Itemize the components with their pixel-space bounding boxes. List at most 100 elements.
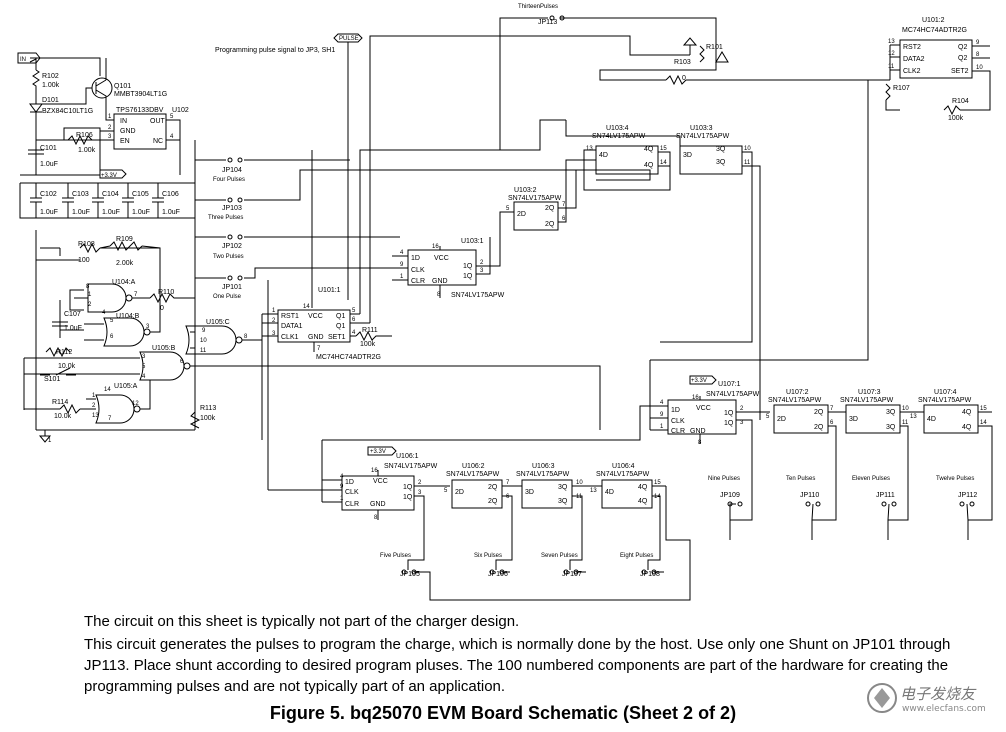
u102-pin-in: IN (120, 118, 127, 125)
jumper-contacts-bottom (401, 569, 657, 575)
jp107-label: Seven Pulses (541, 553, 578, 559)
r109-ref: R109 (116, 236, 133, 243)
note-paragraph-2: This circuit generates the pulses to pro… (84, 636, 951, 695)
u107-3-q: 3Q (886, 409, 896, 416)
u106-1-pin-2: 2 (418, 480, 422, 486)
u105b-pin-6: 6 (180, 359, 184, 365)
u107-2-pin-6: 6 (830, 420, 834, 426)
jp112-label: Twelve Pulses (936, 476, 974, 482)
u106-4-qbar: 4Q (638, 498, 648, 505)
u107-1-ref: U107:1 (718, 381, 741, 388)
u103-1-pin-3: 3 (480, 268, 484, 274)
r107-ref: R107 (893, 85, 910, 92)
u105c-gate (185, 325, 237, 355)
u103-3-q: 3Q (716, 146, 726, 153)
r101-ref: R101 (706, 44, 723, 51)
u105b-pin-3: 3 (142, 354, 146, 360)
u106-4-d: 4D (605, 489, 614, 496)
u101-2-part: MC74HC74ADTR2G (902, 27, 967, 34)
u101-1-vcc: VCC (308, 313, 323, 320)
u106-4-part: SN74LV175APW (596, 471, 650, 478)
u106-2-qbar: 2Q (488, 498, 498, 505)
u105a-pin-2: 2 (92, 403, 96, 409)
r106-value: 1.00k (78, 147, 96, 154)
u105c-pin-11: 11 (200, 348, 207, 354)
jp108-label: Eight Pulses (620, 553, 653, 559)
u103-1-d: 1D (411, 255, 420, 262)
r103-ref: R103 (674, 59, 691, 66)
u107-2-ref: U107:2 (786, 389, 809, 396)
u103-3-pin-10: 10 (744, 146, 751, 152)
u101-2-q: Q2 (958, 44, 967, 51)
r103-value: 0 (682, 75, 686, 82)
u102-n2: 2 (108, 125, 112, 131)
u107-4-pin-15: 15 (980, 406, 987, 412)
u106-4-q: 4Q (638, 484, 648, 491)
u103-4-pin-14: 14 (660, 160, 667, 166)
r102-value: 1.00k (42, 82, 60, 89)
u107-2-d: 2D (777, 416, 786, 423)
watermark-name: 电子发烧友 (900, 685, 976, 703)
u102-n1: 1 (108, 114, 112, 120)
u103-1-pin-8: 8 (437, 292, 441, 298)
u107-4-part: SN74LV175APW (918, 397, 972, 404)
u107-2-pin-5: 5 (766, 414, 770, 420)
supply-flag-u106 (367, 446, 397, 456)
r114-value: 10.0k (54, 413, 72, 420)
c106-value: 1.0uF (162, 209, 180, 216)
jp113-ref: JP113 (538, 19, 557, 26)
u101-1-clk: CLK1 (281, 334, 299, 341)
ground-symbol (36, 429, 195, 443)
u107-1-part: SN74LV175APW (706, 391, 760, 398)
r101-resistor (686, 45, 890, 81)
supply-label-u106: +3.3V (370, 449, 386, 455)
r110-ref: R110 (158, 289, 174, 296)
supply-label-left: +3.3V (101, 173, 117, 179)
u104b-pin-4: 4 (102, 310, 106, 316)
u107-1-vcc: VCC (696, 405, 711, 412)
c101-value: 1.0uF (40, 161, 58, 168)
s101-switch (40, 367, 76, 376)
u107-4-box (923, 404, 979, 434)
u101-1-pin-1: 1 (272, 308, 276, 314)
u106-1-gnd: GND (370, 501, 386, 508)
u106-2-part: SN74LV175APW (446, 471, 500, 478)
d101-diode (29, 103, 43, 113)
u103-2-d: 2D (517, 211, 526, 218)
u103-2-part: SN74LV175APW (508, 195, 562, 202)
u103-1-clk: CLK (411, 267, 425, 274)
figure-caption: Figure 5. bq25070 EVM Board Schematic (S… (269, 703, 737, 723)
jp104-ref: JP104 (222, 167, 242, 174)
u102-pin-out: OUT (150, 118, 166, 125)
u103-1-gnd: GND (432, 278, 448, 285)
u107-1-pin-8: 8 (698, 440, 702, 446)
u105a-gate (95, 394, 135, 424)
u101-1-q: Q1 (336, 313, 345, 320)
jp102-ref: JP102 (222, 243, 242, 250)
watermark-site: www.elecfans.com (902, 704, 986, 714)
u105c-pin-9: 9 (202, 328, 206, 334)
r107-resistor (885, 44, 991, 111)
r103-resistor (665, 74, 687, 86)
u106-1-pin-8: 8 (374, 515, 378, 521)
u103-1-part: SN74LV175APW (451, 292, 505, 299)
r108-value: 100 (78, 257, 90, 264)
u105a-pin-7: 7 (108, 416, 112, 422)
r109-value: 2.00k (116, 260, 134, 267)
u107-1-gnd: GND (690, 428, 706, 435)
in-port-flag (17, 52, 41, 64)
u101-2-pin-13: 13 (888, 39, 895, 45)
u102-n4: 4 (170, 134, 174, 140)
u104b-pin-5: 5 (110, 318, 114, 324)
u105a-pin-1: 1 (92, 393, 96, 399)
u101-1-pin-4: 4 (352, 330, 356, 336)
r112-resistor (45, 346, 71, 358)
u106-1-pin-3: 3 (418, 490, 422, 496)
c104-value: 1.0uF (102, 209, 120, 216)
r110-resistor (149, 292, 180, 304)
u104a-ref: U104:A (112, 279, 136, 286)
r104-ref: R104 (952, 98, 969, 105)
u103-2-qbar: 2Q (545, 221, 555, 228)
u101-2-data: DATA2 (903, 56, 925, 63)
u105c-ref: U105:C (206, 319, 230, 326)
